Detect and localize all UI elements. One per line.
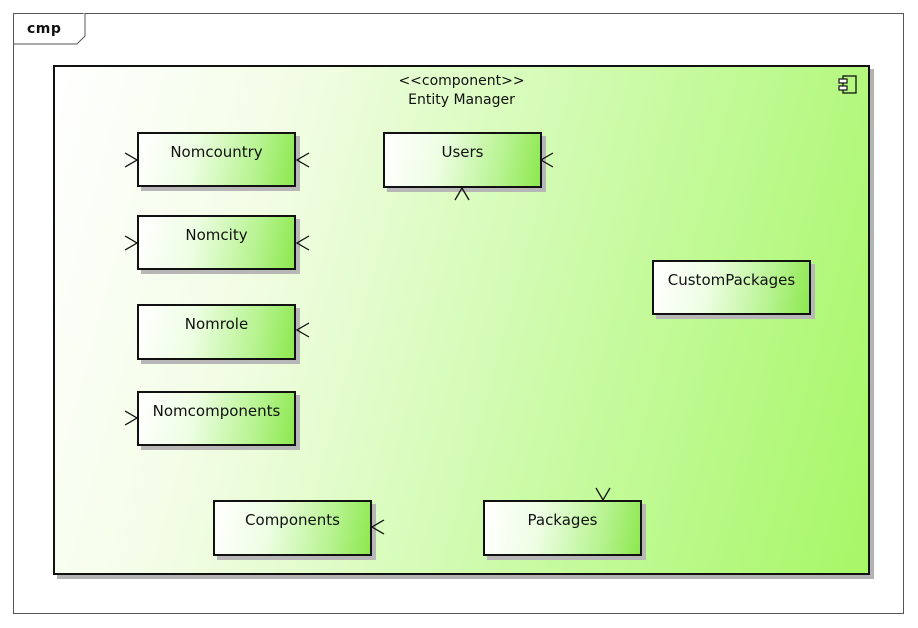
component-icon: [838, 75, 857, 94]
class-nomcomponents-label: Nomcomponents: [152, 402, 281, 420]
class-nomcountry-label: Nomcountry: [170, 143, 263, 161]
frame-tab: [13, 13, 86, 45]
class-custompackages[interactable]: CustomPackages: [652, 260, 811, 315]
class-custompackages-label: CustomPackages: [667, 271, 796, 289]
class-nomrole-label: Nomrole: [184, 315, 249, 333]
frame-tab-label: cmp: [27, 21, 62, 37]
class-packages-label: Packages: [527, 511, 598, 529]
class-components-label: Components: [245, 511, 340, 529]
class-users-label: Users: [441, 143, 484, 161]
class-nomcity[interactable]: Nomcity: [137, 215, 296, 270]
component-stereotype: <<component>>: [398, 73, 525, 89]
class-nomcity-label: Nomcity: [185, 226, 248, 244]
class-nomcountry[interactable]: Nomcountry: [137, 132, 296, 187]
class-users[interactable]: Users: [383, 132, 542, 188]
class-nomrole[interactable]: Nomrole: [137, 304, 296, 360]
class-nomcomponents[interactable]: Nomcomponents: [137, 391, 296, 446]
component-name: Entity Manager: [408, 92, 515, 108]
class-components[interactable]: Components: [213, 500, 372, 556]
class-packages[interactable]: Packages: [483, 500, 642, 556]
